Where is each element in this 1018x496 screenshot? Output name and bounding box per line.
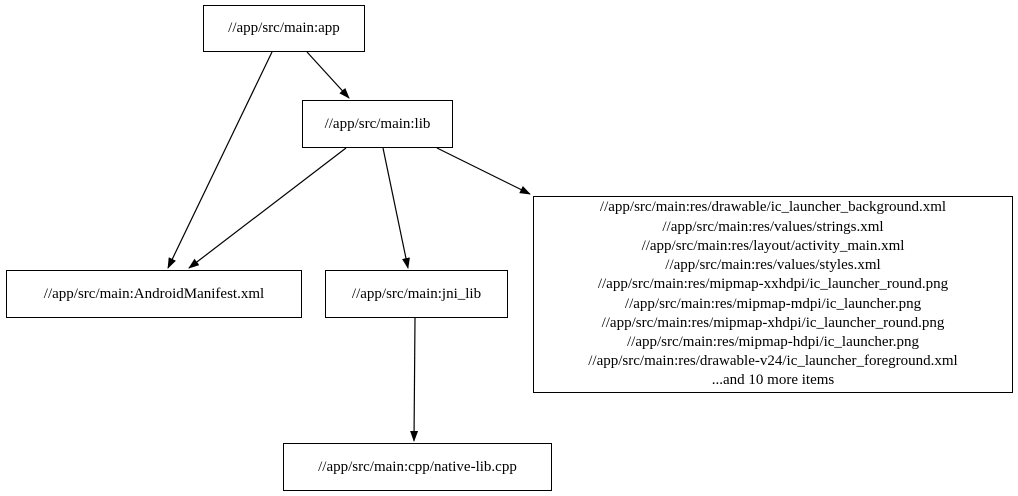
edge-lib-to-res-files	[436, 147, 531, 195]
edge-app-to-lib	[306, 51, 350, 99]
res-file-line: //app/src/main:res/layout/activity_main.…	[641, 237, 905, 254]
res-file-line: //app/src/main:res/mipmap-mdpi/ic_launch…	[624, 295, 922, 312]
node-lib: //app/src/main:lib	[302, 100, 453, 148]
node-androidmanifest-label: //app/src/main:AndroidManifest.xml	[43, 285, 265, 302]
node-native-lib-cpp: //app/src/main:cpp/native-lib.cpp	[283, 443, 552, 491]
edge-lib-to-androidmanifest	[188, 147, 347, 269]
node-jni-lib-label: //app/src/main:jni_lib	[351, 285, 482, 302]
edge-app-to-androidmanifest	[167, 51, 273, 269]
res-file-line: //app/src/main:res/mipmap-xhdpi/ic_launc…	[601, 314, 945, 331]
res-files-more-items: ...and 10 more items	[711, 372, 835, 389]
res-file-line: //app/src/main:res/drawable/ic_launcher_…	[599, 199, 947, 216]
edge-jni-lib-to-native-lib	[410, 317, 419, 442]
node-lib-label: //app/src/main:lib	[324, 115, 431, 132]
node-app-label: //app/src/main:app	[228, 20, 340, 36]
res-file-line: //app/src/main:res/values/strings.xml	[662, 218, 884, 235]
res-file-line: //app/src/main:res/drawable-v24/ic_launc…	[588, 353, 958, 370]
node-androidmanifest: //app/src/main:AndroidManifest.xml	[6, 270, 302, 318]
node-native-lib-cpp-label: //app/src/main:cpp/native-lib.cpp	[318, 458, 517, 475]
edge-lib-to-jni-lib	[382, 147, 410, 269]
res-file-line: //app/src/main:res/mipmap-xxhdpi/ic_laun…	[597, 276, 949, 293]
node-app: //app/src/main:app	[203, 5, 365, 52]
res-file-line: //app/src/main:res/mipmap-hdpi/ic_launch…	[626, 333, 919, 350]
node-res-files: //app/src/main:res/drawable/ic_launcher_…	[533, 196, 1013, 393]
res-file-line: //app/src/main:res/values/styles.xml	[665, 257, 881, 274]
node-jni-lib: //app/src/main:jni_lib	[325, 270, 508, 318]
